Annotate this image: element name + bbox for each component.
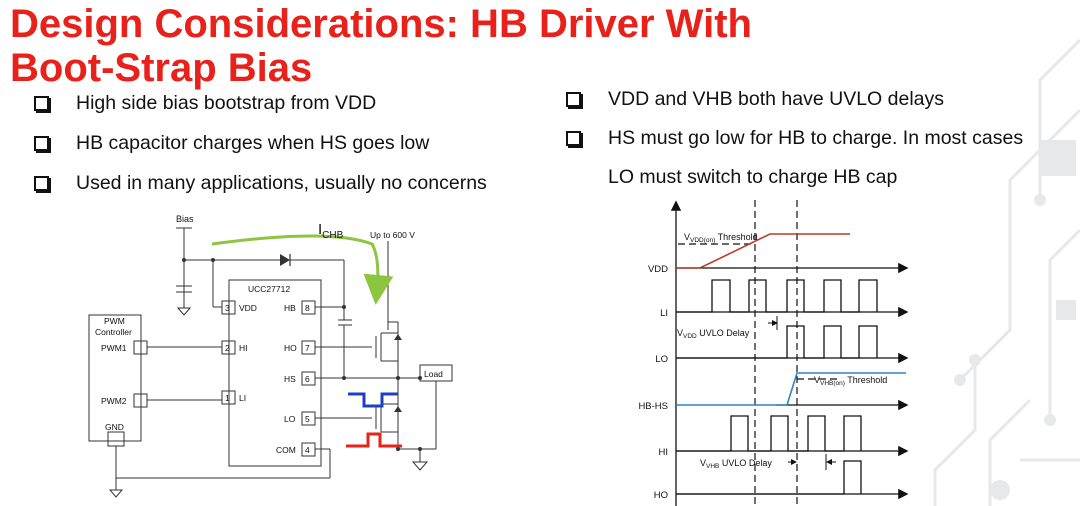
li-pulses [676,279,878,313]
vhb-uvlo-delay-label: VVHB UVLO Delay [700,458,772,470]
svg-text:LI: LI [660,308,668,319]
bias-label: Bias [176,214,194,224]
left-bullet-list: High side bias bootstrap from VDD HB cap… [34,92,487,212]
checkbox-bullet-icon [34,136,49,151]
lo-pulses [676,325,878,359]
vhb-threshold-label: VVHB(on) Threshold [814,375,887,387]
checkbox-bullet-icon [34,176,49,191]
lo-waveform [346,432,402,448]
svg-text:HI: HI [659,447,669,458]
vdd-threshold-label: VVDD(on) Threshold [684,232,758,244]
gnd-label: GND [105,422,124,432]
controller-label: PWM [104,316,125,326]
svg-text:LI: LI [239,393,246,403]
checkbox-bullet-icon [34,96,49,111]
bootstrap-diode-icon [280,254,290,266]
load-label: Load [424,369,443,379]
vdd-trace [676,233,850,269]
pwm1-label: PWM1 [101,343,127,353]
checkbox-bullet-icon [566,92,581,107]
vdd-uvlo-delay-label: VVDD UVLO Delay [677,328,750,340]
current-arrow [211,234,394,305]
supply-label: Up to 600 V [370,230,415,240]
svg-text:1: 1 [225,393,230,403]
svg-text:8: 8 [305,303,310,313]
bullet-continuation: LO must switch to charge HB cap [608,166,898,188]
svg-text:7: 7 [305,343,310,353]
svg-text:6: 6 [305,374,310,384]
svg-text:5: 5 [305,414,310,424]
ic-name: UCC27712 [248,284,290,294]
bullet-item: High side bias bootstrap from VDD [34,92,487,115]
pwm2-label: PWM2 [101,396,127,406]
slide-title: Design Considerations: HB Driver With Bo… [10,2,910,90]
ic-pins: 3 VDD 2 HI 1 LI 8 HB 7 HO 6 HS 5 LO 4 CO… [225,303,310,455]
svg-text:4: 4 [305,445,310,455]
svg-text:VDD: VDD [648,264,668,275]
right-bullet-list: VDD and VHB both have UVLO delays HS mus… [566,88,1023,205]
svg-text:LO: LO [655,354,668,365]
current-label: ICHB [318,221,344,241]
svg-text:2: 2 [225,343,230,353]
svg-text:LO: LO [284,414,296,424]
svg-text:HB-HS: HB-HS [638,401,668,412]
title-line-1: Design Considerations: HB Driver With [10,2,752,46]
svg-text:COM: COM [276,445,296,455]
svg-text:HB: HB [284,303,296,313]
svg-text:VDD: VDD [239,303,257,313]
checkbox-bullet-icon [566,131,581,146]
svg-text:HS: HS [284,374,296,384]
svg-text:HI: HI [239,343,248,353]
hs-waveform [348,392,398,408]
controller-label: Controller [95,327,132,337]
hb-hs-trace [676,372,906,406]
hi-pulses [676,415,862,452]
svg-text:HO: HO [654,490,668,501]
ho-pulses [676,460,862,495]
bullet-item: VDD and VHB both have UVLO delays [566,88,1023,111]
title-line-2: Boot-Strap Bias [10,46,313,90]
bullet-item: Used in many applications, usually no co… [34,172,487,195]
svg-text:3: 3 [225,303,230,313]
bullet-item: HS must go low for HB to charge. In most… [566,127,1023,189]
signal-labels: VDD LI LO HB-HS HI HO [638,264,668,501]
bullet-item: HB capacitor charges when HS goes low [34,132,487,155]
svg-text:HO: HO [284,343,297,353]
